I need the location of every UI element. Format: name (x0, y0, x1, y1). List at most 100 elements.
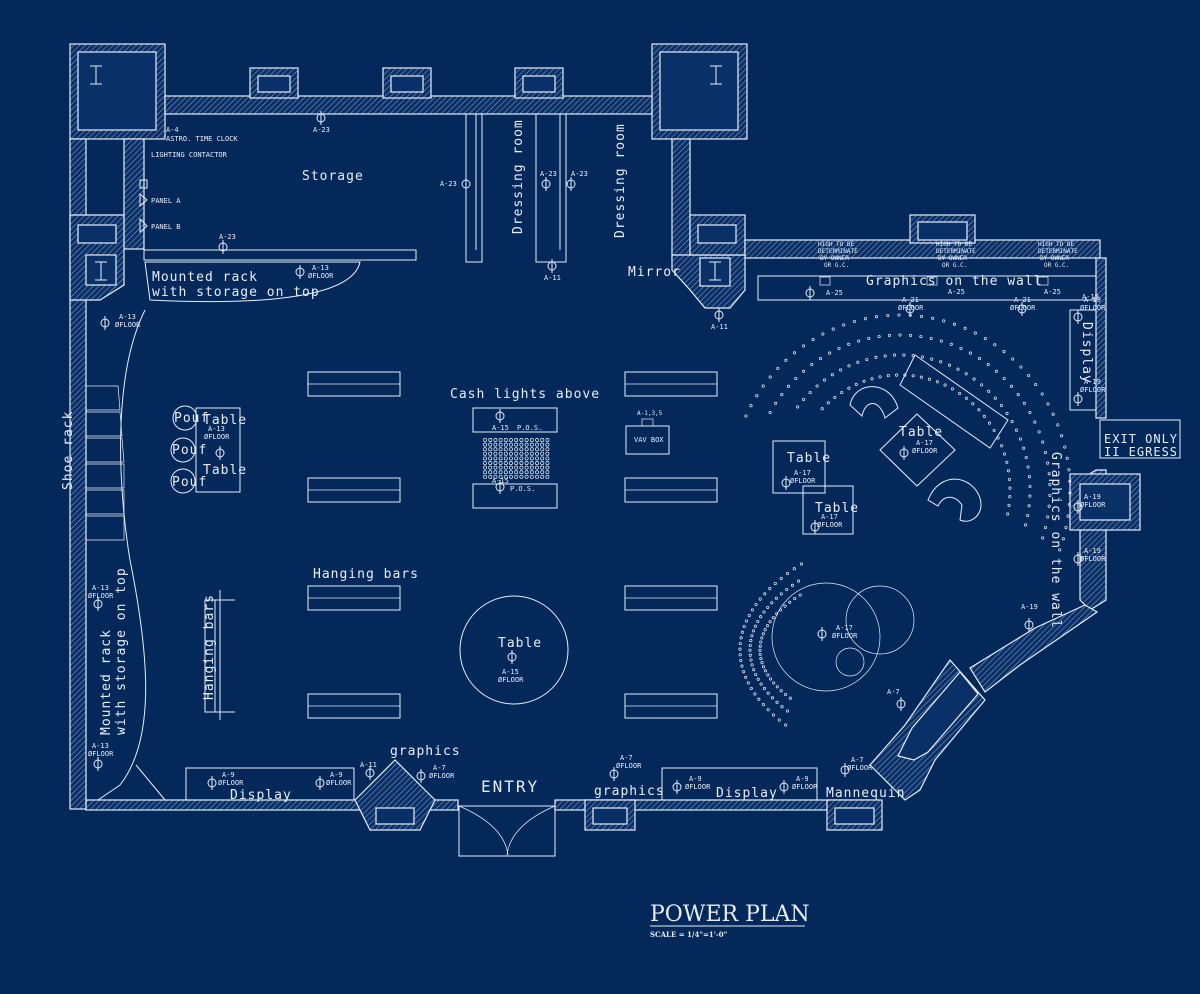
track-light-dot (785, 571, 790, 576)
floor-tag: ØFLOOR (1080, 501, 1106, 509)
track-light-dot (808, 390, 812, 395)
cash-light-dot (529, 447, 534, 452)
track-light-dot (1034, 382, 1038, 387)
circuit-tag-a21: A-21 (1014, 296, 1031, 304)
track-light-dot (738, 647, 742, 651)
track-light-dot (830, 373, 834, 377)
track-light-dot (883, 354, 887, 358)
track-light-dot (886, 374, 890, 378)
track-light-dot (760, 661, 764, 665)
interior-partitions (86, 113, 567, 801)
circuit-tag-a7: A-7 (433, 764, 446, 772)
track-light-dot (1005, 460, 1009, 464)
track-light-dot (994, 369, 998, 373)
cash-light-dot (498, 461, 503, 465)
cash-light-dot (493, 461, 498, 465)
cash-light-dot (519, 456, 524, 461)
cash-light-dot (524, 474, 529, 479)
track-light-dot (980, 383, 984, 387)
right-table-label-2: Table (787, 451, 831, 466)
graphics-label-2: graphics (594, 784, 665, 799)
track-light-dot (968, 351, 972, 355)
circuit-tag-a17: A-17 (916, 439, 933, 447)
receptacle-icon (566, 177, 576, 191)
wall-junction-icon (1037, 276, 1049, 286)
track-light-dot (963, 326, 967, 330)
cash-light-dot (545, 470, 550, 475)
circuit-tag-a19: A-19 (1082, 293, 1099, 301)
track-light-dot (763, 669, 767, 673)
cash-light-dot (483, 474, 487, 479)
track-light-dot (771, 616, 775, 620)
track-light-dot (796, 405, 800, 409)
track-light-dot (831, 327, 835, 331)
receptacle-icon (1073, 500, 1083, 514)
circuit-tag-a23: A-23 (313, 126, 330, 134)
track-light-dot (1007, 477, 1012, 481)
cash-light-dot (498, 470, 503, 475)
track-light-dot (1046, 402, 1050, 406)
circuit-tag-a11: A-11 (544, 274, 561, 282)
track-light-dot (740, 630, 744, 634)
cash-light-dot (483, 451, 487, 456)
track-light-dot (993, 396, 997, 400)
title-block: POWER PLAN SCALE = 1/4"=1'-0" (650, 902, 810, 939)
cash-light-dot (483, 465, 487, 470)
cash-light-dot (493, 442, 498, 447)
track-light-dot (815, 384, 819, 388)
cash-light-dot (535, 442, 539, 447)
track-light-dot (902, 353, 906, 357)
cash-light-dot (503, 456, 508, 461)
track-light-dot (892, 353, 897, 357)
track-light-dot (1009, 384, 1014, 388)
cash-light-dot (535, 438, 539, 442)
time-clock-label: ASTRO. TIME CLOCK (166, 135, 238, 143)
track-light-dot (775, 700, 779, 704)
receptacle-icon (810, 520, 820, 534)
cash-light-dot (519, 470, 524, 475)
cash-light-dot (545, 456, 550, 461)
track-light-dot (854, 382, 858, 386)
track-light-dot (828, 351, 832, 355)
mounted-rack-left-2: with storage on top (114, 567, 129, 735)
track-light-dot (947, 363, 952, 367)
cash-light-dot (545, 465, 550, 470)
receptacle-icon (495, 480, 505, 494)
circuit-tag-a9: A-9 (330, 771, 343, 779)
track-light-dot (949, 342, 953, 346)
circuit-tag-a19: A-19 (1021, 603, 1038, 611)
track-light-dot (1027, 373, 1031, 378)
track-light-dot (748, 653, 752, 657)
track-light-dot (939, 360, 943, 364)
receptacle-icon (541, 177, 551, 191)
cash-light-dot (540, 465, 545, 470)
svg-text:DETERMINATE: DETERMINATE (818, 248, 858, 255)
cash-light-dot (509, 465, 513, 470)
track-light-dot (762, 610, 766, 614)
cash-light-dot (529, 438, 534, 442)
receptacle-icon (93, 757, 103, 771)
receptacle-icon (905, 302, 915, 316)
circuit-tag-a9: A-9 (689, 775, 702, 783)
track-light-dot (1026, 513, 1030, 518)
track-light-dot (847, 364, 851, 368)
track-light-dot (1068, 491, 1072, 495)
track-light-dot (874, 355, 878, 359)
floor-tag: ØFLOOR (218, 779, 244, 787)
track-light-dot (820, 407, 824, 411)
track-light-dot (911, 374, 915, 378)
track-light-dot (1011, 357, 1015, 361)
lighting-contactor-label: LIGHTING CONTACTOR (151, 151, 228, 159)
cash-light-dot (503, 474, 508, 479)
cash-light-dot (483, 442, 487, 447)
track-light-dot (1067, 468, 1071, 472)
receptacle-icon (365, 766, 375, 780)
track-light-dot (753, 692, 757, 696)
track-light-dot (747, 613, 751, 617)
track-light-dot (903, 373, 907, 377)
track-light-dot (996, 436, 1000, 440)
circuit-tag-a13: A-13 (92, 742, 109, 750)
floor-tag: ØFLOOR (88, 750, 114, 758)
track-light-dot (754, 602, 758, 607)
track-light-dot (742, 624, 746, 629)
